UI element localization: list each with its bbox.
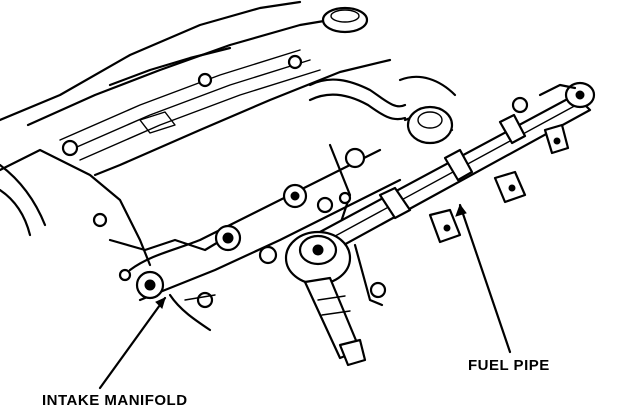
callout-arrows	[98, 203, 512, 390]
intake-manifold-label: INTAKE MANIFOLD	[42, 392, 188, 409]
fuel-pipe	[303, 81, 596, 307]
intake-manifold	[118, 75, 457, 332]
engine-side	[0, 163, 232, 252]
inlet-fitting	[284, 230, 367, 367]
fuel-pipe-label: FUEL PIPE	[468, 357, 550, 374]
cylinder-head	[0, 0, 392, 267]
